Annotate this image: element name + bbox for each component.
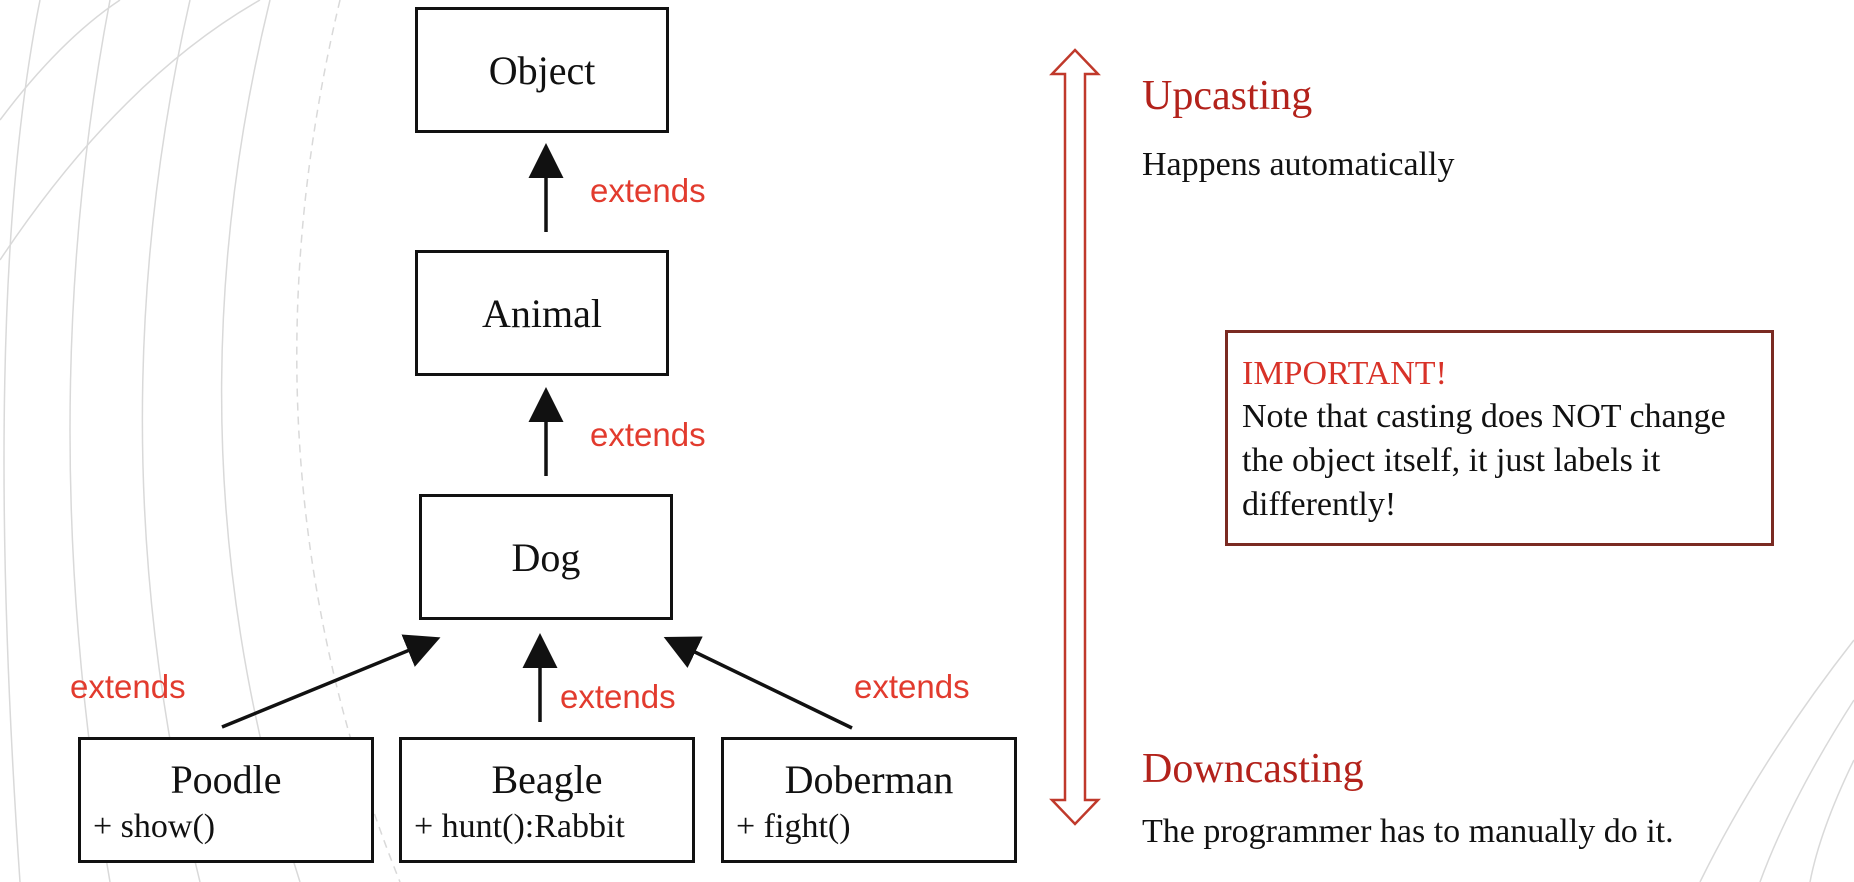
important-note-body: Note that casting does NOT change the ob… (1242, 398, 1726, 523)
extends-label-poodle-dog: extends (70, 668, 186, 705)
upcasting-title: Upcasting (1142, 73, 1313, 119)
arrow-doberman-to-dog (663, 636, 853, 730)
extends-label-dog-animal: extends (590, 416, 706, 453)
class-beagle: Beagle + hunt():Rabbit (399, 737, 695, 863)
extends-label-animal-object: extends (590, 172, 706, 209)
class-poodle: Poodle + show() (78, 737, 374, 863)
class-animal-label: Animal (482, 290, 602, 336)
class-object-label: Object (488, 47, 596, 93)
class-doberman-label: Doberman (784, 757, 954, 802)
class-beagle-method: + hunt():Rabbit (414, 808, 625, 845)
class-dog-label: Dog (511, 534, 581, 580)
class-poodle-label: Poodle (170, 757, 282, 802)
class-animal: Animal (415, 250, 669, 376)
extends-label-doberman-dog: extends (854, 668, 970, 705)
important-note-title: IMPORTANT! (1242, 355, 1447, 392)
important-note: IMPORTANT! Note that casting does NOT ch… (1225, 330, 1774, 546)
class-dog: Dog (419, 494, 673, 620)
downcasting-title: Downcasting (1142, 746, 1364, 792)
downcasting-description: The programmer has to manually do it. (1142, 813, 1674, 850)
class-object: Object (415, 7, 669, 133)
upcasting-description: Happens automatically (1142, 146, 1455, 183)
arrow-poodle-to-dog (221, 634, 441, 729)
class-doberman-method: + fight() (736, 808, 851, 845)
cast-direction-double-arrow (1049, 48, 1101, 826)
class-doberman: Doberman + fight() (721, 737, 1017, 863)
extends-label-beagle-dog: extends (560, 678, 676, 715)
class-poodle-method: + show() (93, 808, 216, 845)
class-beagle-label: Beagle (491, 757, 603, 802)
